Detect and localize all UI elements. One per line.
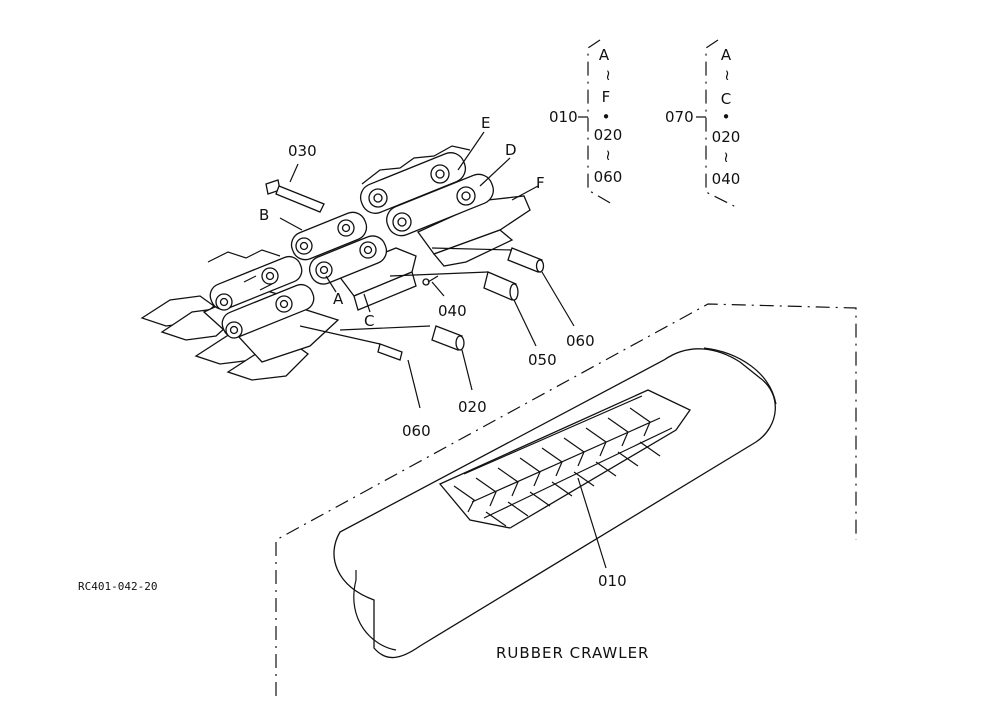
callout-020: 020 [458, 398, 487, 416]
callout-040: 040 [438, 302, 467, 320]
legend-010-line: ≀ [605, 66, 611, 84]
drawing-code: RC401-042-20 [78, 580, 157, 593]
callout-050: 050 [528, 351, 557, 369]
legend-010-line: ≀ [605, 146, 611, 164]
callout-030: 030 [288, 142, 317, 160]
pins-and-bushings [377, 247, 545, 361]
link-assembly-ab [290, 211, 417, 311]
legend-010-line: A [599, 46, 610, 64]
callout-e: E [481, 114, 490, 132]
leader-010-crawler [577, 477, 607, 569]
legend-010-line: • [602, 108, 611, 126]
bolt-030 [265, 179, 325, 213]
rubber-crawler-belt [333, 347, 777, 659]
legend-070-ref: 070 [665, 108, 694, 126]
steel-track-chain-left [140, 249, 340, 381]
rubber-crawler-frame [275, 303, 857, 696]
legend-010-line: 060 [594, 168, 623, 186]
callout-c: C [364, 312, 374, 330]
legend-070-line: A [721, 46, 732, 64]
legend-010-line: 020 [594, 126, 623, 144]
legend-070-line: ≀ [723, 148, 729, 166]
legend-070-line: ≀ [724, 66, 730, 84]
callout-d: D [505, 141, 517, 159]
leader-lines [279, 131, 575, 409]
legend-070: 070 A ≀ C • 020 ≀ 040 [665, 39, 741, 209]
callout-010-crawler: 010 [598, 572, 627, 590]
callout-f: F [536, 174, 545, 192]
link-assembly-de [359, 145, 531, 267]
callout-a: A [333, 290, 344, 308]
legend-010-ref: 010 [549, 108, 578, 126]
callout-060-left: 060 [402, 422, 431, 440]
legend-070-line: • [722, 108, 731, 126]
legend-070-line: 020 [712, 128, 741, 146]
callout-b: B [259, 206, 269, 224]
legend-010: 010 A ≀ F • 020 ≀ 060 [549, 39, 623, 205]
legend-010-line: F [602, 88, 611, 106]
legend-070-line: C [721, 90, 731, 108]
callout-060-right: 060 [566, 332, 595, 350]
crawler-title: RUBBER CRAWLER [496, 644, 649, 662]
legend-070-line: 040 [712, 170, 741, 188]
